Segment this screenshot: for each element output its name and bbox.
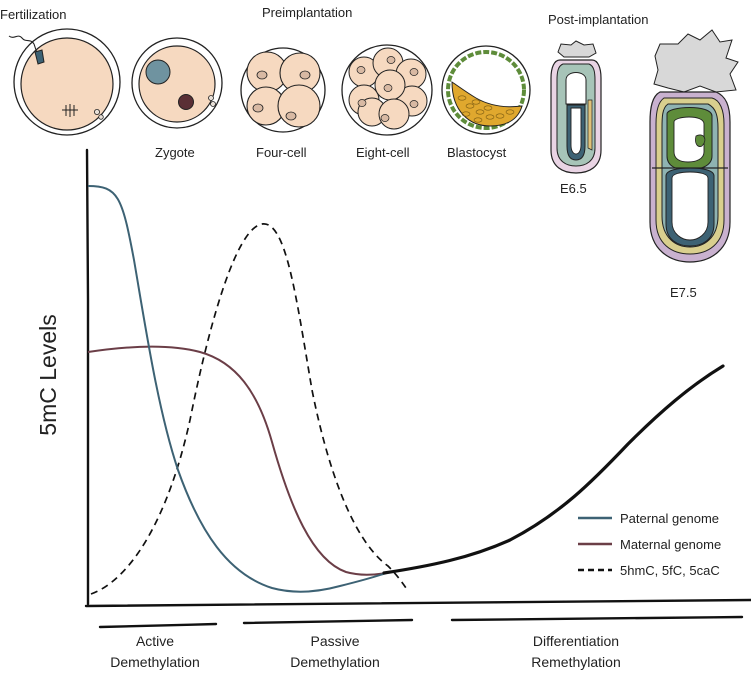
phase-label-passive-2: Demethylation bbox=[290, 654, 380, 670]
phase-label-differentiation: Differentiation bbox=[533, 633, 619, 649]
curve-remethylation bbox=[382, 364, 725, 575]
zygote-illustration bbox=[131, 37, 223, 129]
legend-label-oxidized: 5hmC, 5fC, 5caC bbox=[620, 563, 720, 578]
e7-5-embryo-illustration bbox=[649, 29, 739, 263]
label-four-cell: Four-cell bbox=[256, 145, 307, 160]
phase-bar-active bbox=[98, 622, 218, 629]
label-eight-cell: Eight-cell bbox=[356, 145, 410, 160]
curve-oxidized-5hmc-5fc-5cac bbox=[90, 223, 407, 595]
stage-label-post-implantation: Post-implantation bbox=[548, 12, 648, 27]
stage-label-fertilization: Fertilization bbox=[0, 7, 66, 22]
legend-label-paternal: Paternal genome bbox=[620, 511, 719, 526]
legend-label-maternal: Maternal genome bbox=[620, 537, 721, 552]
curve-paternal-genome bbox=[87, 185, 387, 593]
stage-label-preimplantation: Preimplantation bbox=[262, 5, 352, 20]
eight-cell-embryo-illustration bbox=[341, 44, 433, 136]
four-cell-embryo-illustration bbox=[240, 47, 326, 133]
y-axis-label: 5mC Levels bbox=[35, 314, 61, 435]
fertilization-oocyte-illustration bbox=[8, 28, 121, 136]
legend: Paternal genome Maternal genome 5hmC, 5f… bbox=[578, 511, 721, 578]
label-e7-5: E7.5 bbox=[670, 285, 697, 300]
phase-label-passive-1: Passive bbox=[310, 633, 359, 649]
label-blastocyst: Blastocyst bbox=[447, 145, 507, 160]
phase-label-active-2: Demethylation bbox=[110, 654, 200, 670]
y-axis-line bbox=[85, 148, 90, 606]
phase-label-remethylation: Remethylation bbox=[531, 654, 621, 670]
phase-bar-differentiation bbox=[450, 615, 744, 622]
curve-maternal-genome bbox=[87, 345, 387, 576]
label-zygote: Zygote bbox=[155, 145, 195, 160]
x-axis-line bbox=[84, 598, 751, 608]
e6-5-embryo-illustration bbox=[550, 40, 602, 174]
phase-label-active-1: Active bbox=[136, 633, 174, 649]
phase-bar-passive bbox=[242, 618, 414, 625]
blastocyst-illustration bbox=[441, 45, 531, 135]
label-e6-5: E6.5 bbox=[560, 181, 587, 196]
